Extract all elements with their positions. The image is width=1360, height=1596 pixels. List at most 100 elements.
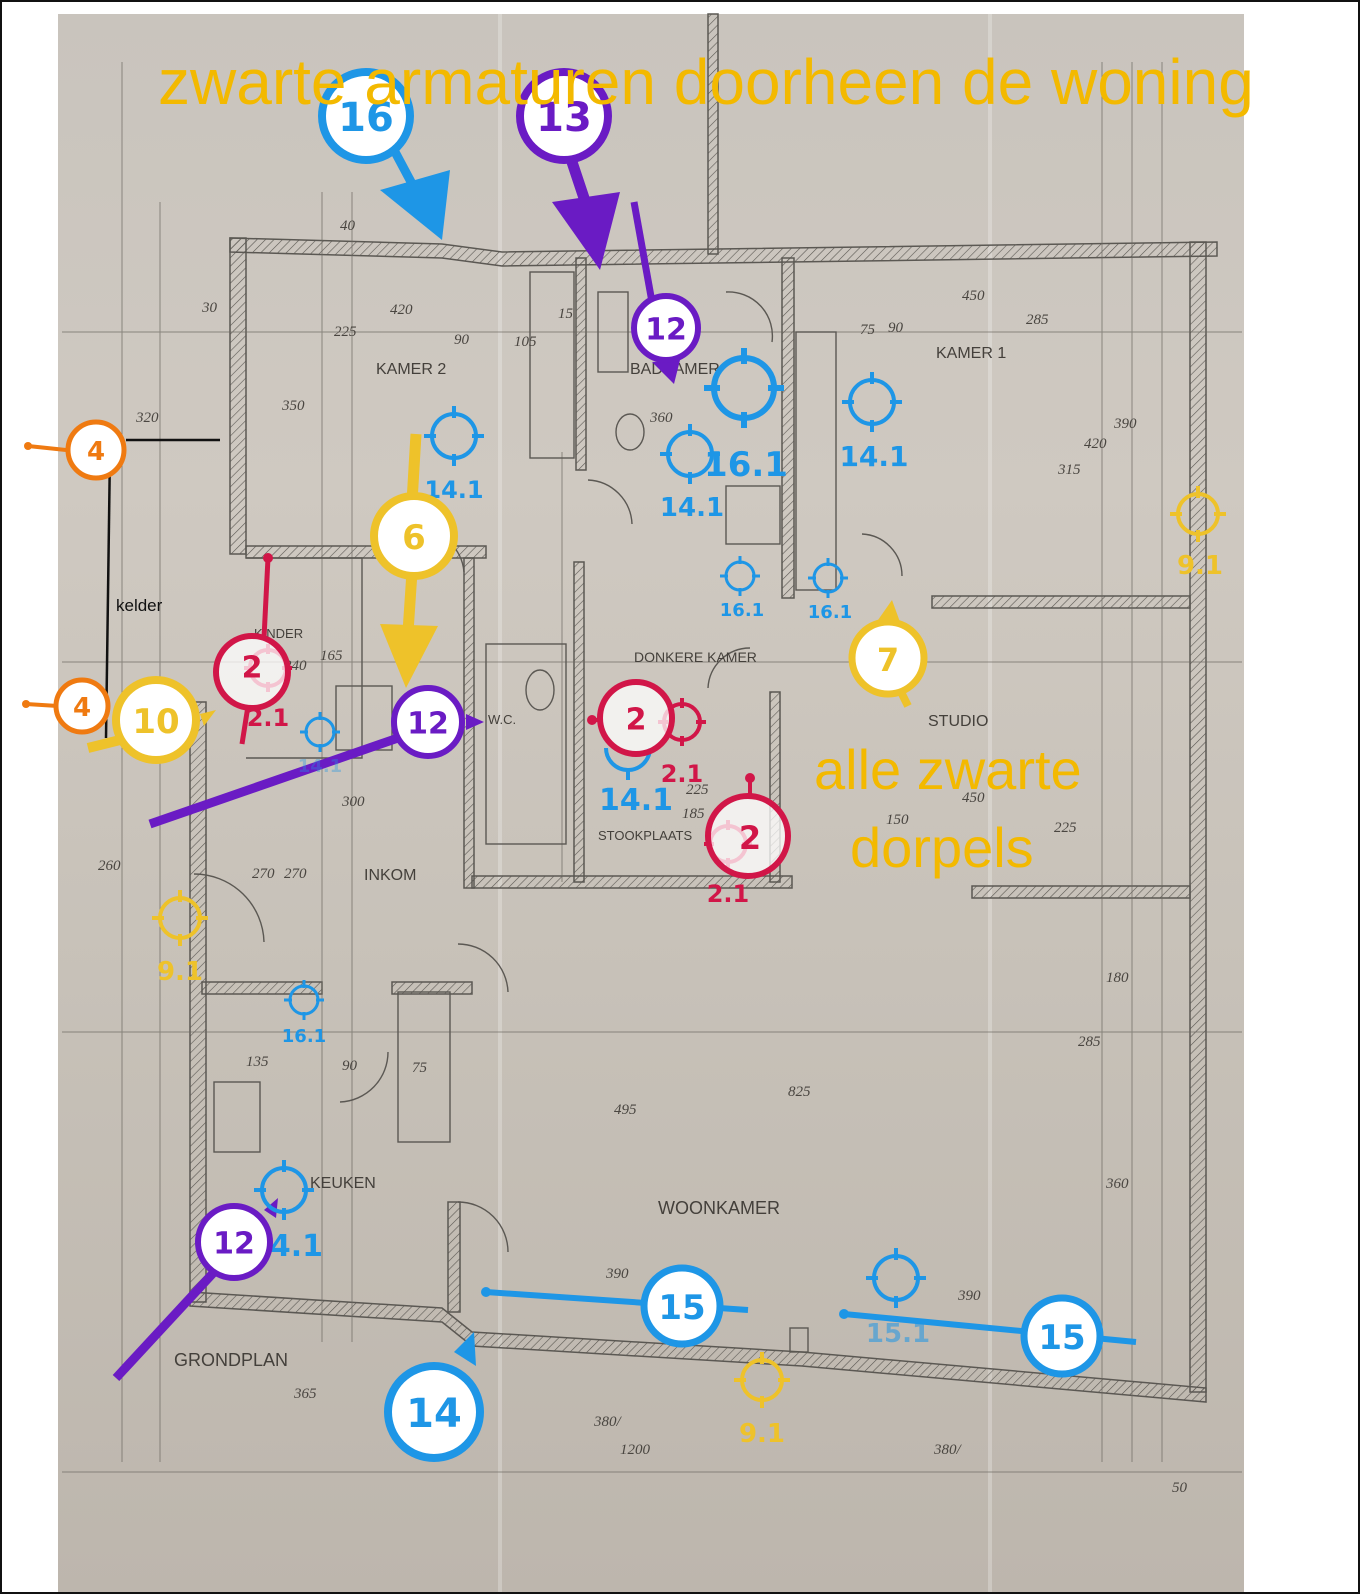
callout-4-bottom: 4	[53, 677, 111, 735]
svg-text:10: 10	[132, 702, 179, 742]
line-15-left-end	[481, 1287, 491, 1297]
crosshair-icon	[604, 747, 652, 780]
wc-block	[485, 643, 567, 845]
svg-text:13: 13	[536, 95, 592, 141]
dim: 390	[957, 1288, 981, 1304]
dim: 300	[341, 794, 365, 810]
fixtures-sketch	[193, 271, 903, 1353]
line-15-right-end	[839, 1309, 849, 1319]
svg-text:12: 12	[645, 313, 687, 348]
dim: 360	[1105, 1176, 1129, 1192]
crosshair-icon	[152, 890, 208, 946]
pointer-10-head	[200, 710, 216, 726]
dim: 390	[605, 1266, 629, 1282]
caption-black-thresholds-line2: dorpels	[850, 816, 1034, 879]
dim: 365	[293, 1386, 317, 1402]
svg-text:16: 16	[338, 95, 394, 141]
crosshair-icon	[300, 712, 340, 752]
dim: 270	[284, 866, 307, 882]
crosshair-icon	[424, 406, 484, 466]
target-label: 15.1	[866, 1319, 930, 1349]
leader-4-bottom	[25, 702, 59, 708]
crosshair-icon	[1170, 486, 1226, 542]
arrow-6-shaft	[402, 571, 418, 633]
dim: 270	[252, 866, 275, 882]
west-wall-lower	[189, 701, 207, 1303]
target-label: 14.1	[839, 440, 908, 473]
svg-text:2: 2	[739, 819, 761, 857]
svg-text:4: 4	[87, 437, 105, 467]
dim: 165	[320, 648, 343, 664]
dim: 90	[342, 1058, 358, 1074]
shower	[725, 485, 781, 545]
dim: 390	[1113, 416, 1137, 432]
dim: 420	[1084, 436, 1107, 452]
west-wall-upper	[229, 237, 247, 555]
callout-10: 10	[112, 676, 200, 764]
dim: 90	[888, 320, 904, 336]
studio-north-wall	[931, 595, 1191, 609]
crosshair-icon	[704, 348, 784, 428]
dim: 15	[558, 306, 574, 322]
dim: 75	[860, 322, 876, 338]
leader-4-top-end	[24, 442, 32, 450]
dim: 260	[98, 858, 121, 874]
target-label: 16.1	[808, 602, 852, 623]
crosshair-icon	[842, 372, 902, 432]
dim: 350	[281, 398, 305, 414]
target-label: 14.1	[298, 756, 342, 777]
woonkamer-north-wall	[971, 885, 1191, 899]
leader-4-top	[27, 444, 67, 452]
paper-fold	[498, 14, 502, 1592]
bath-toilet	[615, 413, 645, 451]
dim: 225	[1054, 820, 1077, 836]
dim: 225	[334, 324, 357, 340]
callout-6: 6	[370, 492, 458, 580]
door-swing	[339, 1051, 389, 1103]
leader-4-bottom-end	[22, 700, 30, 708]
room-donkere-kamer: DONKERE KAMER	[634, 649, 757, 665]
wardrobe	[795, 331, 837, 591]
wc-toilet	[525, 669, 555, 711]
leader-12-top	[630, 201, 656, 303]
callout-13: 13	[516, 68, 612, 164]
callout-16: 16	[318, 68, 414, 164]
south-wall	[189, 1291, 1207, 1403]
dim: 320	[135, 410, 159, 426]
callout-15-right: 15	[1020, 1294, 1104, 1378]
north-annex-wall	[707, 13, 719, 255]
kinder-room-outline	[246, 557, 363, 759]
entry-door-swing	[193, 873, 265, 943]
cellar-outline	[104, 438, 220, 739]
svg-text:15: 15	[1038, 1318, 1085, 1358]
leader-2-left-top	[261, 557, 271, 639]
crosshair-icon	[660, 424, 720, 484]
leader-2-right-end	[745, 773, 755, 783]
arrow-13-head	[552, 192, 620, 270]
room-stookplaats: STOOKPLAATS	[598, 828, 692, 843]
dim: 75	[412, 1060, 428, 1076]
door-swing	[861, 533, 903, 577]
callout-14: 14	[384, 1362, 484, 1462]
room-kamer-2: KAMER 2	[376, 361, 446, 378]
callout-12-bottom: 12	[195, 1203, 273, 1281]
arrow-6-head	[380, 624, 438, 688]
crosshair-icon	[720, 556, 760, 596]
door-swing	[707, 647, 751, 689]
target-label: 14.1	[599, 783, 673, 818]
svg-text:12: 12	[213, 1227, 255, 1262]
target-label: 9.1	[739, 1419, 785, 1449]
callout-12-middle: 12	[391, 685, 465, 759]
callouts: 16 13 12 4 6 7	[53, 68, 1104, 1462]
door-swing	[725, 291, 774, 343]
svg-text:2: 2	[242, 651, 263, 686]
svg-text:15: 15	[658, 1288, 705, 1328]
walls	[189, 13, 1218, 1403]
dim: 380/	[933, 1442, 963, 1458]
paper-fold	[988, 14, 992, 1592]
bathroom-east-wall	[781, 257, 795, 599]
north-wall	[229, 237, 1218, 267]
room-woonkamer: WOONKAMER	[658, 1198, 780, 1218]
caption-black-thresholds-line1: alle zwarte	[814, 738, 1082, 801]
